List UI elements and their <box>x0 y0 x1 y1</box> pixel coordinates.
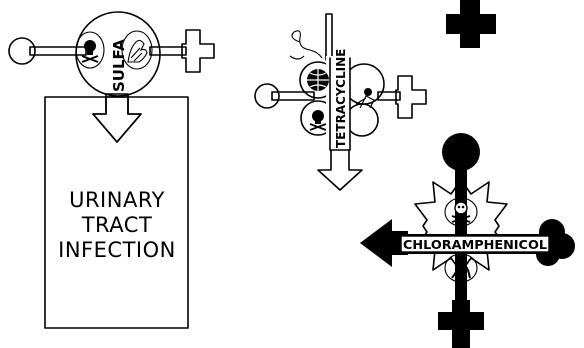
skull-icon <box>81 40 99 63</box>
skull-icon <box>309 110 327 131</box>
sulfa-left-stem <box>29 46 87 56</box>
sulfa-label: SULFA <box>110 39 128 92</box>
tetracycline-symbol: TETRACYCLINE <box>254 13 427 191</box>
sulfa-symbol: SULFA <box>8 11 215 143</box>
infection-line-2: TRACT <box>81 213 153 237</box>
chloro-starburst <box>414 179 508 273</box>
tetra-top-bar <box>325 13 333 61</box>
sulfa-right-stem <box>149 46 187 56</box>
globe-icon <box>307 69 329 91</box>
person-icon <box>451 257 471 279</box>
tetra-cross <box>395 75 427 119</box>
chloramphenicol-label: CHLORAMPHENICOL <box>403 237 547 252</box>
sulfa-hand-bubble <box>121 30 153 70</box>
chloro-person-bubble <box>444 253 478 283</box>
sulfa-cross <box>181 29 215 73</box>
chloramphenicol-symbol: CHLORAMPHENICOL <box>360 133 575 348</box>
infection-line-3: INFECTION <box>58 238 176 262</box>
chloro-left-arrow <box>360 219 408 267</box>
sulfa-arrow <box>92 93 142 143</box>
tetracycline-label: TETRACYCLINE <box>334 49 348 148</box>
person-icon <box>355 88 375 109</box>
chloro-skull-bubble <box>444 197 478 227</box>
tetra-left-stem <box>271 91 315 101</box>
infection-box: URINARY TRACT INFECTION <box>44 96 189 329</box>
infection-line-1: URINARY <box>69 188 165 212</box>
chloro-label-box <box>400 235 550 253</box>
tetra-arrow <box>317 149 363 191</box>
microbe-icon <box>289 30 323 60</box>
solid-cross-top <box>446 0 496 48</box>
tetra-right-stem <box>377 91 401 101</box>
tetra-left-knob <box>254 83 280 109</box>
sulfa-arrow-overlay <box>92 96 142 143</box>
chloro-bottom-cross <box>438 300 484 348</box>
sulfa-skull-bubble <box>75 31 105 69</box>
hand-icon <box>127 39 148 63</box>
chloro-top-knob <box>442 133 480 171</box>
sulfa-left-knob <box>8 37 36 65</box>
skull-icon <box>451 201 471 223</box>
